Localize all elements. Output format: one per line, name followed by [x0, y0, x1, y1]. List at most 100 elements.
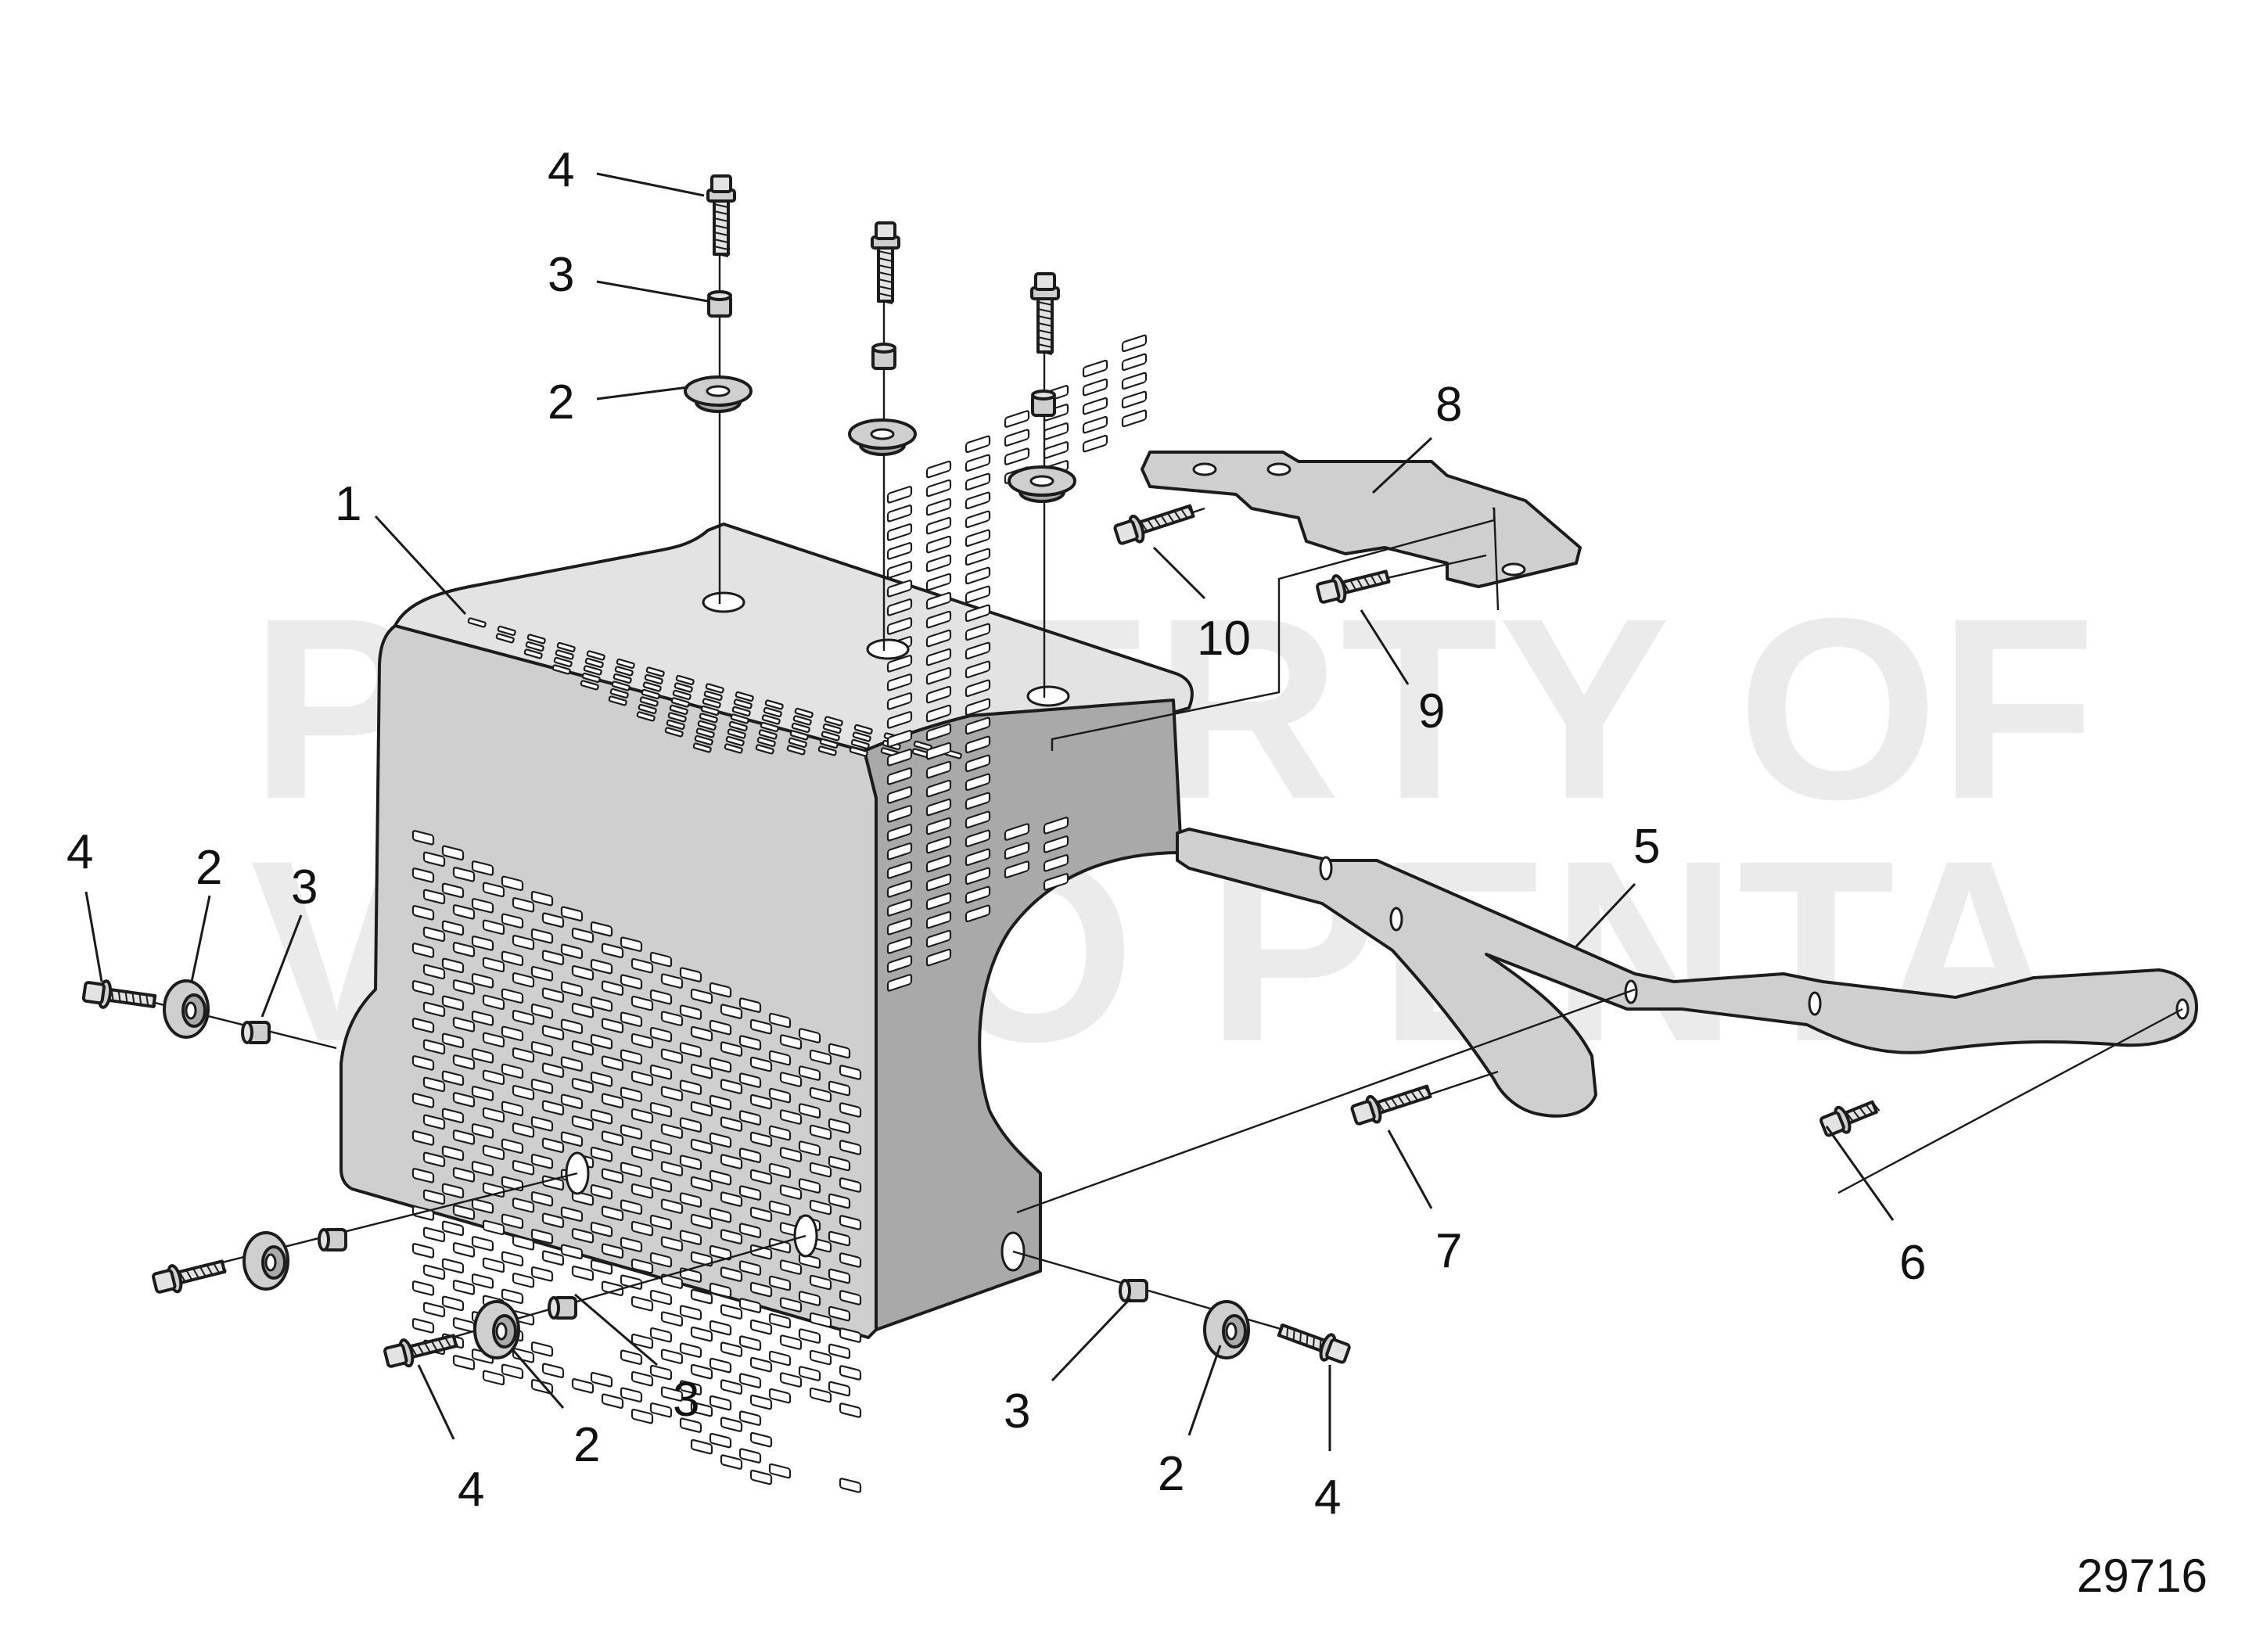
vent-slot	[501, 1251, 524, 1267]
screw-thread	[713, 232, 729, 236]
vent-slot	[501, 913, 524, 929]
vent-slot	[738, 1298, 762, 1313]
vent-slot	[821, 731, 840, 742]
vent-slot	[1082, 378, 1108, 397]
vent-slot	[501, 875, 524, 892]
vent-slot	[452, 1355, 476, 1370]
guard-housing	[339, 334, 1194, 1493]
vent-slot	[590, 1184, 613, 1200]
support-bracket-body	[1176, 828, 2198, 1118]
vent-slot	[965, 548, 991, 566]
screw-thread	[878, 250, 893, 255]
vent-slot	[660, 973, 684, 989]
vent-slot	[601, 943, 624, 958]
vent-slot	[798, 1328, 821, 1344]
vent-slot	[649, 989, 673, 1005]
vent-slot	[709, 1357, 732, 1374]
vent-slot	[886, 936, 913, 954]
vent-slot	[560, 943, 584, 959]
vent-slot	[530, 891, 554, 907]
vent-slot	[798, 1103, 821, 1119]
vent-slot	[720, 1079, 743, 1094]
grommet-hole	[870, 428, 895, 440]
vent-slot	[541, 987, 565, 1003]
vent-slot	[822, 723, 842, 734]
vent-slot	[679, 967, 702, 982]
guard-top-hole-2	[866, 638, 910, 660]
vent-slot	[584, 657, 604, 668]
vent-slot	[798, 1140, 821, 1156]
vent-slot	[571, 928, 595, 943]
vent-slot	[809, 1274, 832, 1291]
screw-thread	[1403, 1093, 1412, 1104]
vent-slot	[660, 1349, 684, 1364]
vent-slot	[441, 957, 465, 974]
vent-slot	[441, 1295, 465, 1312]
vent-slot	[560, 1018, 584, 1034]
vent-slot	[411, 1280, 435, 1296]
vent-slot	[768, 1050, 792, 1066]
vent-slot	[779, 1372, 803, 1388]
vent-slot	[965, 472, 991, 491]
vent-slot	[792, 715, 812, 726]
vent-slot	[720, 1229, 743, 1244]
vent-slot	[411, 943, 435, 958]
vent-slot	[526, 634, 546, 645]
screw-thread	[713, 253, 729, 257]
vent-slot	[541, 950, 565, 965]
vent-slot	[679, 1004, 702, 1020]
vent-slot	[422, 889, 446, 905]
vent-slot	[501, 988, 524, 1004]
screw-thread	[430, 1340, 438, 1352]
guard-top-hole-3	[1026, 685, 1070, 707]
vent-slot	[925, 666, 952, 685]
vent-slot	[679, 1380, 702, 1395]
screw-thread	[1187, 506, 1195, 517]
vent-slot	[675, 674, 695, 685]
vent-slot	[695, 727, 715, 738]
vent-slot	[614, 666, 634, 677]
vent-slot	[749, 1469, 773, 1485]
vent-slot	[925, 497, 952, 516]
vent-slot	[749, 1319, 773, 1335]
vent-slot	[660, 1161, 684, 1176]
vent-slot	[749, 1206, 773, 1223]
vent-slot	[560, 1244, 584, 1259]
vent-slot	[755, 744, 774, 755]
vent-slot	[791, 722, 810, 733]
vent-slot	[411, 830, 435, 846]
vent-slot	[512, 1198, 535, 1213]
vent-slot	[482, 919, 505, 936]
mounting-plate-hole-1	[1192, 462, 1217, 476]
vent-slot	[965, 754, 991, 773]
vent-slot	[601, 1205, 624, 1221]
screw-4-top-2	[871, 221, 900, 304]
callout-labels: 4 3 2 1 8 10 9 5 4 2 3 7 6 3 2 4 3 2 4	[66, 143, 1926, 1525]
vent-slot	[886, 824, 913, 842]
vent-slot	[965, 679, 991, 698]
vent-slot	[738, 1223, 762, 1238]
vent-slot	[925, 854, 952, 873]
vent-slot	[828, 1193, 851, 1209]
screw-thread	[878, 278, 893, 283]
vent-slot	[925, 760, 952, 779]
vent-slot	[886, 655, 913, 673]
vent-slot	[586, 650, 605, 661]
vent-slot	[886, 842, 913, 860]
vent-slot	[703, 690, 723, 701]
vent-slot	[630, 1108, 654, 1124]
screw-thread	[713, 246, 729, 250]
vent-slot	[620, 1086, 643, 1102]
vent-slot	[925, 554, 952, 573]
screw-7	[1350, 1084, 1432, 1126]
vent-slot	[690, 1326, 713, 1342]
vent-slot	[886, 880, 913, 898]
vent-slot	[664, 727, 684, 738]
vent-slot	[649, 1064, 673, 1080]
vent-slot	[886, 486, 913, 504]
vent-slot	[541, 1212, 565, 1228]
vent-slot	[738, 1260, 762, 1276]
screw-thread	[1037, 322, 1053, 327]
vent-slot	[679, 1042, 702, 1058]
screw-thread	[1173, 510, 1182, 521]
